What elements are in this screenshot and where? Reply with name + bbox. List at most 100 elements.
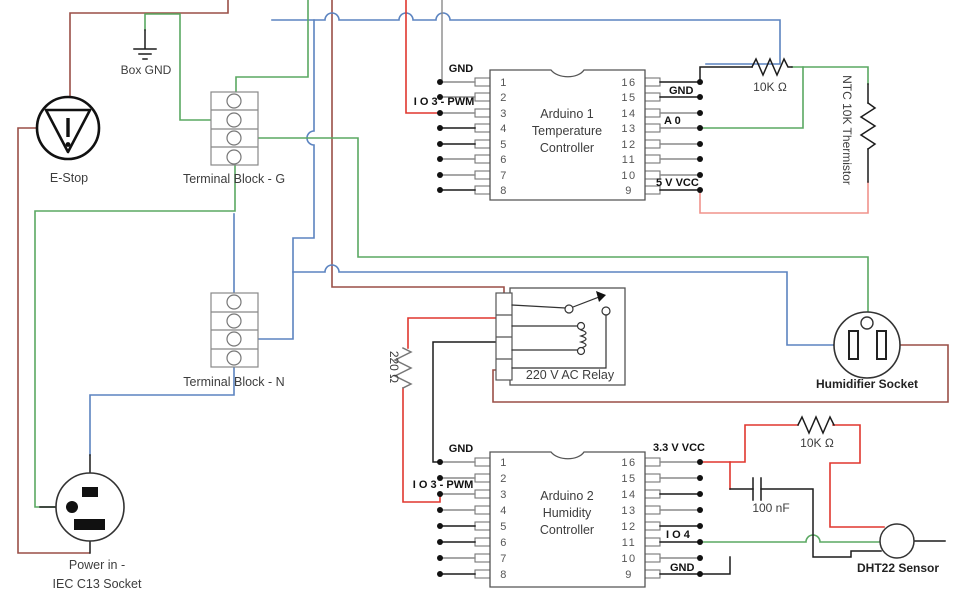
pin-number: 2 (500, 473, 508, 485)
pin-number: 10 (621, 170, 636, 182)
arduino1-name-3: Controller (540, 141, 594, 155)
socket-ground-hole (860, 316, 874, 330)
pin-number: 15 (621, 473, 636, 485)
wire-neutral-riser (240, 19, 315, 340)
arduino1-pin-wires (439, 81, 701, 191)
wire-estop-to-socket (17, 127, 90, 554)
terminal-screw (226, 294, 242, 310)
socket-ground-pin (66, 501, 78, 513)
relay-lever-arrowhead (596, 291, 606, 302)
relay-contact-return (511, 314, 607, 369)
relay-switch-lever (572, 296, 600, 308)
socket-circle (833, 311, 901, 379)
resistor-zigzag (796, 415, 836, 435)
terminal-screw (226, 130, 242, 146)
arduino2-name-2: Humidity (543, 506, 592, 520)
5v-loop-wires (699, 181, 869, 214)
pin-number: 1 (500, 77, 508, 89)
arduino2-pin-numbers: 1 2 3 4 5 6 7 8 16 15 14 13 12 11 10 9 (500, 457, 636, 581)
pin-number: 5 (500, 139, 508, 151)
socket-right-slot (876, 330, 887, 360)
resistor-10k-bottom (796, 415, 836, 435)
pin-number: 12 (621, 521, 636, 533)
resistor-10k-top (750, 57, 793, 77)
e-stop-label: E-Stop (50, 171, 88, 185)
thermistor-zigzag (859, 101, 877, 151)
dht22-symbol (879, 523, 915, 559)
wire-gnd9-arduino2 (699, 556, 731, 575)
socket-circle (55, 472, 125, 542)
socket-left-slot (848, 330, 859, 360)
wire-neutral-top (271, 12, 781, 65)
arduino1-a0-label: A 0 (664, 115, 681, 127)
capacitor-label: 100 nF (752, 501, 789, 515)
terminal-block-dividers (211, 109, 258, 148)
wire-a0-to-divider (699, 66, 804, 129)
pin-number: 9 (625, 185, 633, 197)
arduino2-name-3: Controller (540, 523, 594, 537)
wire-boxgnd-to-tbg (144, 13, 228, 121)
pin-number: 8 (500, 569, 508, 581)
thermistor-symbol (859, 101, 877, 151)
wire-cap-to-dht22-gnd (760, 488, 882, 558)
pin-number: 10 (621, 553, 636, 565)
pin-number: 9 (625, 569, 633, 581)
resistor-zigzag (750, 57, 793, 77)
wire-divider-to-thermistor (791, 66, 869, 85)
arduino1-gnd-right-label: GND (669, 85, 694, 97)
capacitor-plates (752, 477, 762, 501)
pin-number: 5 (500, 521, 508, 533)
resistor-220 (393, 346, 413, 390)
terminal-screw (226, 149, 242, 165)
terminal-block-g-label: Terminal Block - G (183, 172, 285, 186)
terminal-block-dividers (211, 311, 258, 350)
e-stop-symbol (35, 95, 101, 161)
wire-io3-arduino1 (405, 0, 438, 114)
arduino1-5v-label: 5 V VCC (656, 177, 699, 189)
pin-number: 13 (621, 505, 636, 517)
box-gnd-symbol (133, 29, 157, 60)
arduino1-chip (439, 69, 701, 201)
thermistor-label: NTC 10K Thermistor (840, 75, 854, 185)
socket-top-prong (82, 487, 98, 497)
arduino1-pin-numbers: 1 2 3 4 5 6 7 8 16 15 14 13 12 11 10 9 (500, 77, 636, 197)
relay-coil-leads (511, 325, 578, 351)
terminal-block-n-label: Terminal Block - N (183, 375, 284, 389)
wire-pin16-to-resistor (699, 66, 753, 83)
terminal-screw (226, 93, 242, 109)
wire-relay-to-humidifier (492, 344, 949, 403)
pin-number: 7 (500, 170, 508, 182)
arduino2-chip (439, 451, 701, 588)
arduino1-name-2: Temperature (532, 124, 602, 138)
relay-coil-loops (578, 329, 587, 349)
pin-number: 13 (621, 123, 636, 135)
relay-common-line (511, 304, 566, 309)
terminal-screw (226, 331, 242, 347)
pin-number: 8 (500, 185, 508, 197)
terminal-block-g (210, 91, 259, 166)
wire-io4-to-dht22 (699, 534, 881, 543)
labels: Box GND E-Stop Terminal Block - G Termin… (50, 63, 939, 591)
relay-terminal-dividers (496, 314, 512, 360)
pin-number: 15 (621, 92, 636, 104)
resistor-220-label: 220 Ω (387, 351, 401, 383)
arduino2-body (489, 451, 646, 588)
relay-contact-pivot (564, 304, 574, 314)
arduino2-pin-wires (439, 461, 701, 575)
wire-neutral-to-humidifier (292, 264, 835, 346)
dht22-label: DHT22 Sensor (857, 561, 939, 575)
pin-number: 4 (500, 505, 508, 517)
arduino1-gnd-left-label: GND (449, 63, 474, 75)
power-socket-symbol (55, 472, 125, 542)
capacitor-100nf (752, 477, 762, 501)
wire-tbn-to-socket (89, 365, 235, 456)
pin-number: 4 (500, 123, 508, 135)
pin-number: 6 (500, 537, 508, 549)
wire-tbg-to-socket (34, 163, 236, 508)
wire-5v-to-thermistor (699, 181, 869, 214)
pin-number: 6 (500, 154, 508, 166)
arduino1-io3-label: I O 3 - PWM (414, 96, 475, 108)
relay-coil-bottom-terminal (576, 346, 586, 356)
